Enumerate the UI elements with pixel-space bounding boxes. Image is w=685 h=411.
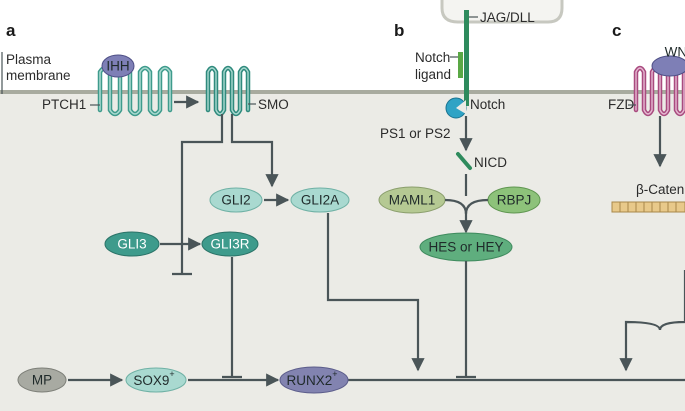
runx2-label: RUNX2+ [286,369,337,388]
gli2a-to-runx2-edge [326,213,425,372]
notch-receptor-label: Notch [470,97,505,112]
gli2-node [209,187,263,213]
notch-receptor [464,62,469,106]
protease-label: PS1 or PS2 [380,126,451,141]
runx2-node [279,366,349,394]
mp-label: MP [32,373,52,388]
protease-cleft [456,100,466,114]
smo-to-gli3-inhibit-edge [180,114,224,274]
gli3r-node [201,231,259,257]
hes-hey-label: HES or HEY [428,240,503,255]
ptch1-receptor-highlight [99,67,171,115]
smo-to-gli2a-edge [230,114,279,188]
fzd-label: FZD [608,97,634,112]
ihh-ligand [101,54,135,78]
gli3-node [104,231,160,257]
nicd-fragment [456,152,472,170]
mp-node [17,367,67,393]
notch-receptor-ecd [458,52,463,78]
wnt-ligand [651,55,685,77]
wnt-label: WNT [665,45,685,60]
panel-a-label: a [6,21,16,40]
cytoplasm-background [0,92,685,411]
gli3-label: GLI3 [117,237,146,252]
panel-c-label: c [612,21,621,40]
jag-dll-ligand [464,10,469,62]
gli2-label: GLI2 [221,193,250,208]
catenin-to-runx2-edge [619,270,685,372]
beta-catenin-bar [611,201,685,213]
gli2a-node [290,187,350,213]
ptch1-label: PTCH1 [42,97,86,112]
membrane-label-line2: membrane [6,68,71,83]
fzd-receptor-highlight [635,67,685,115]
sox9-label: SOX9+ [133,369,174,388]
rbpj-label: RBPJ [497,193,532,208]
sox9-node [125,367,187,393]
smo-label: SMO [258,97,289,112]
notch-ligand-label-line2: ligand [415,67,451,82]
smo-receptor-highlight [207,67,249,115]
ihh-label: IHH [106,59,129,74]
gli3r-label: GLI3R [210,237,249,252]
notch-ligand-label-line1: Notch [415,50,450,65]
membrane-label-line1: Plasma [6,52,52,67]
beta-catenin-label: β-Catenin [636,182,685,197]
panel-b-label: b [394,21,404,40]
nicd-label: NICD [474,155,507,170]
gli2a-label: GLI2A [301,193,339,208]
jag-dll-label: JAG/DLL [480,10,535,25]
maml1-label: MAML1 [389,193,436,208]
